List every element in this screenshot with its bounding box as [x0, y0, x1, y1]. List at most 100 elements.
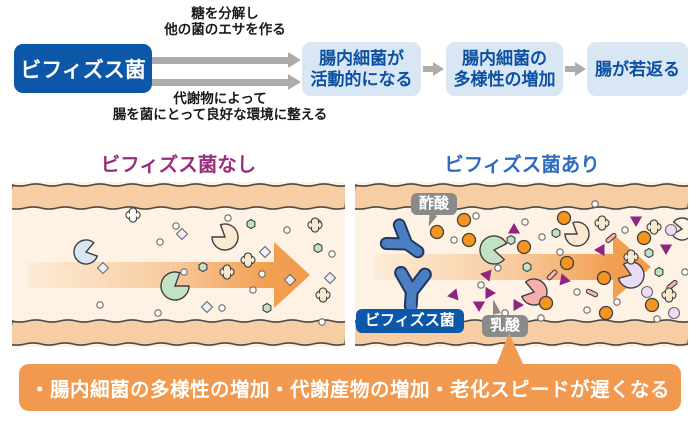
particle-icon	[521, 218, 529, 226]
result-banner: ・腸内細菌の多様性の増加・代謝産物の増加・老化スピードが遅くなる	[19, 364, 681, 411]
lactic-acid-icon	[559, 273, 571, 286]
particle-icon	[681, 268, 688, 276]
food-particle-icon	[283, 273, 297, 287]
intestine-wall-bottom	[12, 319, 345, 346]
acetic-acid-label: 酢酸	[411, 193, 458, 215]
particle-icon	[477, 281, 485, 289]
bifidus-source-label: ビフィズス菌	[20, 58, 146, 82]
flow-step-3-line1: 腸が若返る	[595, 59, 680, 79]
microbe-icon	[667, 306, 681, 320]
flow-step-2-line2: 多様性の増加	[453, 70, 556, 89]
microbe-icon	[654, 266, 664, 278]
particle-icon	[556, 248, 564, 256]
particle-icon	[156, 238, 164, 246]
arrow-note-bottom: 代謝物によって 腸を菌にとって良好な環境に整える	[112, 91, 328, 122]
microbe-cluster-icon	[240, 252, 256, 268]
particle-icon	[180, 268, 188, 276]
particle-icon	[450, 236, 458, 244]
rod-bacteria-icon	[585, 288, 599, 298]
microbe-cluster-icon	[219, 264, 235, 280]
acetic-acid-icon	[516, 239, 532, 255]
microbe-cluster-icon	[594, 215, 610, 231]
microbe-cluster-icon	[661, 287, 677, 303]
microbe-icon	[246, 218, 256, 230]
flow-step-1-line1: 腸内細菌が	[319, 49, 404, 68]
microbe-icon	[664, 223, 678, 237]
acetic-acid-icon	[461, 232, 477, 248]
flow-direction-arrow	[375, 234, 651, 300]
particle-icon	[224, 214, 232, 222]
particle-icon	[653, 315, 661, 323]
particle-icon	[154, 309, 162, 317]
particle-icon	[613, 298, 621, 306]
intestine-panel-with-bifidus: 酢酸 乳酸 ビフィズス菌	[355, 182, 688, 347]
lactic-acid-icon	[447, 288, 459, 301]
flow-arrow-1	[152, 52, 301, 68]
rod-bacteria-icon	[546, 269, 558, 281]
microbe-icon	[198, 261, 208, 273]
microbe-cluster-icon	[623, 249, 639, 265]
particle-icon	[283, 226, 291, 234]
intestine-wall-top	[355, 183, 688, 210]
acetic-acid-icon	[644, 297, 660, 313]
lactic-acid-icon	[513, 298, 524, 312]
food-particle-icon	[96, 261, 110, 275]
microbe-cluster-icon	[125, 207, 141, 223]
particle-icon	[172, 222, 180, 230]
flow-step-3: 腸が若返る	[587, 42, 688, 96]
lactic-acid-icon	[485, 286, 496, 300]
bifidus-source-box: ビフィズス菌	[14, 44, 152, 93]
intestine-wall-top	[12, 183, 345, 210]
particle-icon	[96, 301, 104, 309]
particle-icon	[318, 318, 326, 326]
lactic-acid-icon	[659, 244, 673, 255]
bifidus-bacteria-icon	[379, 218, 425, 259]
microbe-icon	[522, 261, 532, 273]
flow-arrow-2	[152, 74, 301, 90]
acetic-acid-icon	[456, 212, 472, 228]
lactic-acid-icon	[507, 223, 521, 234]
microbe-icon	[262, 302, 272, 314]
panel-title-without-bifidus: ビフィズス菌なし	[100, 154, 257, 176]
food-particle-icon	[200, 300, 214, 314]
microbe-icon	[506, 234, 516, 246]
particle-icon	[621, 226, 629, 234]
particle-icon	[249, 286, 257, 294]
acetic-acid-icon	[538, 295, 554, 311]
acetic-acid-icon	[598, 305, 614, 321]
flow-step-2: 腸内細菌の 多様性の増加	[446, 42, 563, 96]
rod-bacteria-icon	[605, 232, 617, 244]
microbe-cluster-icon	[646, 219, 662, 235]
particle-icon	[328, 250, 336, 258]
acetic-acid-icon	[596, 270, 612, 286]
flow-step-1-line2: 活動的になる	[310, 70, 413, 89]
particle-icon	[472, 212, 480, 220]
gut-bacteria-icon	[479, 235, 508, 265]
particle-icon	[538, 233, 546, 241]
gut-bacteria-icon	[671, 217, 688, 241]
flow-arrow-4	[565, 61, 586, 76]
banner-callout-pointer	[496, 333, 524, 366]
lactic-acid-label: 乳酸	[482, 315, 529, 337]
flow-step-2-line1: 腸内細菌の	[462, 49, 547, 68]
panel-title-with-bifidus: ビフィズス菌あり	[444, 154, 600, 176]
microbe-icon	[644, 247, 654, 259]
bifidus-bacteria-label: ビフィズス菌	[356, 309, 464, 333]
particle-icon	[258, 270, 266, 278]
acetic-acid-icon	[556, 210, 572, 226]
particle-icon	[573, 288, 581, 296]
intestine-panel-without-bifidus	[12, 182, 345, 347]
acetic-acid-icon	[636, 230, 652, 246]
acetic-acid-icon	[429, 224, 445, 240]
particle-icon	[583, 306, 591, 314]
lactic-acid-icon	[480, 269, 492, 282]
microbe-cluster-icon	[315, 287, 331, 303]
food-particle-icon	[323, 271, 337, 285]
lactic-acid-icon	[472, 301, 486, 312]
gut-bacteria-icon	[160, 271, 190, 301]
flow-arrow-3	[423, 61, 444, 76]
microbe-icon	[551, 227, 561, 239]
food-particle-icon	[258, 245, 272, 259]
particle-icon	[494, 264, 502, 272]
